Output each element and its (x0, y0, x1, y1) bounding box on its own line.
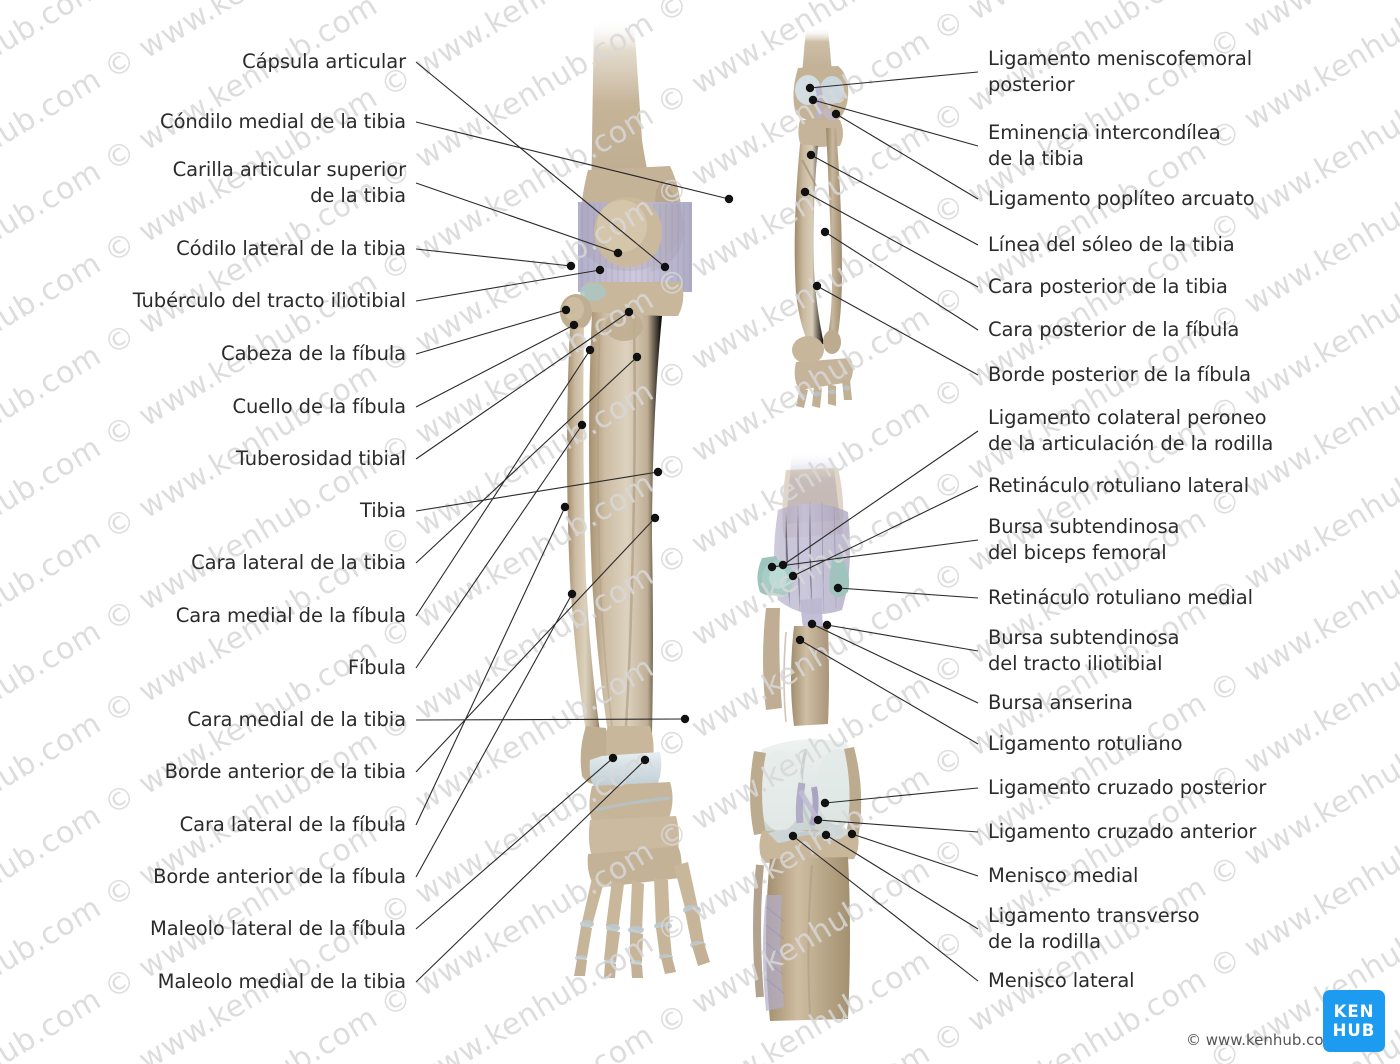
anatomy-label-line: Tubérculo del tracto iliotibial (132, 289, 406, 312)
anatomy-label: Cóndilo medial de la tibia (0, 109, 406, 135)
kenhub-logo-line2: HUB (1332, 1021, 1376, 1040)
anatomy-label: Ligamento meniscofemoral posterior (988, 46, 1388, 98)
anatomy-label-line: Fíbula (347, 656, 406, 679)
anatomy-label: Tubérculo del tracto iliotibial (0, 288, 406, 314)
anatomy-label-line: Ligamento cruzado anterior (988, 820, 1257, 843)
anatomy-label: Ligamento rotuliano (988, 731, 1388, 757)
anatomy-label-line: Tibia (360, 499, 406, 522)
anatomy-label: Códilo lateral de la tibia (0, 236, 406, 262)
anatomy-label-line: Cóndilo medial de la tibia (160, 110, 406, 133)
anatomy-label: Maleolo lateral de la fíbula (0, 916, 406, 942)
anatomy-label-line: Maleolo medial de la tibia (157, 970, 406, 993)
anatomy-label-line: Bursa subtendinosa (988, 515, 1180, 538)
anatomy-label: Cápsula articular (0, 49, 406, 75)
anatomy-label-line: Ligamento meniscofemoral (988, 47, 1253, 70)
anatomy-label-line: Cara lateral de la fíbula (179, 813, 406, 836)
anatomy-label: Bursa subtendinosa del tracto iliotibial (988, 625, 1388, 677)
anatomy-label: Borde anterior de la fíbula (0, 864, 406, 890)
anatomy-label: Cara lateral de la tibia (0, 550, 406, 576)
illustration-leg-posterior (792, 28, 853, 408)
anatomy-label: Menisco lateral (988, 968, 1388, 994)
anatomy-label: Fíbula (0, 655, 406, 681)
anatomy-label-line: Eminencia intercondílea (988, 121, 1221, 144)
anatomy-label-line: Ligamento colateral peroneo (988, 406, 1267, 429)
anatomy-label: Ligamento cruzado posterior (988, 775, 1388, 801)
kenhub-logo[interactable]: KEN HUB (1323, 990, 1385, 1052)
anatomy-label: Borde posterior de la fíbula (988, 362, 1388, 388)
anatomy-label: Retináculo rotuliano lateral (988, 473, 1388, 499)
anatomy-label-line: Menisco lateral (988, 969, 1135, 992)
anatomy-label: Bursa anserina (988, 690, 1388, 716)
anatomy-label-line: del biceps femoral (988, 541, 1167, 564)
anatomy-label-line: Ligamento transverso (988, 904, 1200, 927)
anatomy-label: Cuello de la fíbula (0, 394, 406, 420)
anatomy-label-line: Ligamento poplíteo arcuato (988, 187, 1255, 210)
anatomy-label: Tuberosidad tibial (0, 446, 406, 472)
anatomy-label-line: Borde posterior de la fíbula (988, 363, 1251, 386)
anatomy-label-line: Cara posterior de la tibia (988, 275, 1228, 298)
anatomy-label: Ligamento colateral peroneo de la articul… (988, 405, 1388, 457)
anatomy-label: Cara medial de la tibia (0, 707, 406, 733)
anatomy-label-line: de la articulación de la rodilla (988, 432, 1274, 455)
anatomy-label: Borde anterior de la tibia (0, 759, 407, 785)
anatomy-label: Ligamento cruzado anterior (988, 819, 1388, 845)
anatomy-label: Menisco medial (988, 863, 1388, 889)
anatomy-label-line: de la tibia (310, 184, 406, 207)
anatomy-label-line: Tuberosidad tibial (235, 447, 406, 470)
anatomy-label: Línea del sóleo de la tibia (988, 232, 1388, 258)
anatomy-label-line: Ligamento cruzado posterior (988, 776, 1267, 799)
anatomy-label: Cara medial de la fíbula (0, 603, 406, 629)
anatomy-label-line: Bursa subtendinosa (988, 626, 1180, 649)
anatomy-label: Tibia (0, 498, 406, 524)
kenhub-logo-line1: KEN (1333, 1002, 1375, 1021)
anatomy-label: Cara lateral de la fíbula (0, 812, 406, 838)
anatomy-label: Eminencia intercondílea de la tibia (988, 120, 1388, 172)
anatomy-label-line: Cara medial de la fíbula (175, 604, 406, 627)
anatomy-label: Carilla articular superior de la tibia (0, 157, 406, 209)
anatomy-label: Cabeza de la fíbula (0, 341, 406, 367)
anatomy-label-line: Retináculo rotuliano lateral (988, 474, 1250, 497)
anatomy-label-line: Retináculo rotuliano medial (988, 586, 1253, 609)
anatomy-label-line: Cabeza de la fíbula (221, 342, 406, 365)
anatomy-label-line: posterior (988, 73, 1075, 96)
anatomy-label-line: Ligamento rotuliano (988, 732, 1183, 755)
anatomy-label: Ligamento transverso de la rodilla (988, 903, 1388, 955)
anatomy-label-line: del tracto iliotibial (988, 652, 1163, 675)
anatomy-label: Cara posterior de la tibia (988, 274, 1388, 300)
anatomy-label: Cara posterior de la fíbula (988, 317, 1388, 343)
anatomy-label: Bursa subtendinosa del biceps femoral (988, 514, 1388, 566)
anatomy-label-line: Borde anterior de la tibia (164, 760, 407, 783)
copyright-text: © www.kenhub.com (1186, 1031, 1339, 1049)
anatomy-label-line: Carilla articular superior (172, 158, 406, 181)
anatomy-label-line: de la rodilla (988, 930, 1101, 953)
anatomy-label-line: Borde anterior de la fíbula (153, 865, 406, 888)
anatomy-label-line: Maleolo lateral de la fíbula (150, 917, 406, 940)
anatomy-label: Retináculo rotuliano medial (988, 585, 1388, 611)
anatomy-label-line: Cuello de la fíbula (232, 395, 406, 418)
anatomy-label: Maleolo medial de la tibia (0, 969, 406, 995)
illustration-knee-menisci (750, 739, 862, 1021)
anatomy-label-line: Línea del sóleo de la tibia (988, 233, 1235, 256)
anatomy-label-line: Bursa anserina (988, 691, 1133, 714)
anatomy-label-line: Menisco medial (988, 864, 1139, 887)
illustration-knee-ligaments (757, 450, 850, 726)
anatomy-label-line: Cara medial de la tibia (187, 708, 406, 731)
anatomy-label-line: Códilo lateral de la tibia (176, 237, 406, 260)
illustration-tibia-fibula-anterior (560, 20, 710, 978)
anatomy-label-line: Cara posterior de la fíbula (988, 318, 1240, 341)
anatomy-label: Ligamento poplíteo arcuato (988, 186, 1388, 212)
anatomy-label-line: Cápsula articular (242, 50, 406, 73)
anatomy-label-line: Cara lateral de la tibia (191, 551, 406, 574)
anatomy-label-line: de la tibia (988, 147, 1084, 170)
